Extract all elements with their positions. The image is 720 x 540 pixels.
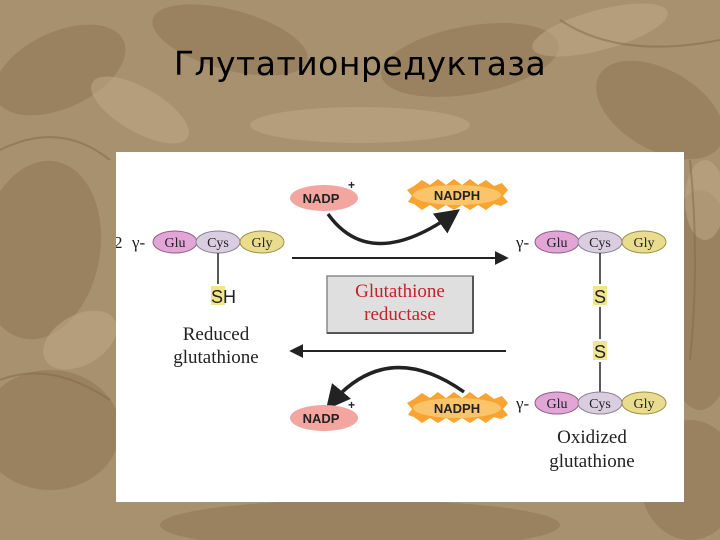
reduced-cys: Cys — [207, 236, 229, 251]
svg-text:NADPH: NADPH — [434, 401, 480, 416]
diagram-panel: Glutathione reductase NADP + NADPH NADP … — [116, 152, 684, 502]
oxidized-s-top: S — [594, 287, 606, 307]
enzyme-label-line1: Glutathione — [355, 281, 445, 302]
oxidized-cys-bottom: Cys — [589, 397, 611, 412]
svg-text:+: + — [348, 398, 355, 412]
oxidized-label-line2: glutathione — [549, 451, 634, 472]
reduced-label-line1: Reduced — [183, 324, 250, 345]
reduced-sh: SH — [211, 287, 236, 307]
svg-text:+: + — [348, 178, 355, 192]
top-nadp-badge: NADP + — [290, 178, 358, 211]
svg-text:NADP: NADP — [303, 411, 340, 426]
bottom-nadp-badge: NADP + — [290, 398, 358, 431]
oxidized-glutathione: γ- Glu Cys Gly S S γ- Glu Cys Gly Oxidiz… — [515, 230, 667, 472]
oxidized-label-line1: Oxidized — [557, 427, 627, 448]
oxidized-glu-bottom: Glu — [547, 397, 568, 412]
oxidized-cys-top: Cys — [589, 236, 611, 251]
oxidized-gly-bottom: Gly — [634, 397, 655, 412]
oxidized-gamma-top: γ- — [515, 233, 530, 252]
reduced-coefficient: 2 — [116, 233, 123, 252]
oxidized-s-bottom: S — [594, 342, 606, 362]
reduced-gamma: γ- — [131, 233, 146, 252]
bottom-nadph-starburst: NADPH — [407, 392, 508, 423]
reduced-gly: Gly — [252, 236, 273, 251]
bottom-cofactor-arrow — [325, 365, 466, 410]
oxidized-gly-top: Gly — [634, 236, 655, 251]
slide-title: Глутатионредуктаза — [173, 44, 547, 83]
top-nadph-starburst: NADPH — [407, 179, 508, 210]
enzyme-label-line2: reductase — [364, 304, 436, 325]
svg-text:NADPH: NADPH — [434, 188, 480, 203]
glutathione-reductase-diagram: Glutathione reductase NADP + NADPH NADP … — [116, 178, 667, 472]
oxidized-gamma-bottom: γ- — [515, 394, 530, 413]
oxidized-glu-top: Glu — [547, 236, 568, 251]
svg-text:NADP: NADP — [303, 191, 340, 206]
reduced-glutathione: 2 γ- Glu Cys Gly SH Reduced glutathione — [116, 230, 285, 368]
reduced-glu: Glu — [165, 236, 186, 251]
reduced-label-line2: glutathione — [173, 347, 258, 368]
top-cofactor-arrow — [326, 209, 460, 246]
